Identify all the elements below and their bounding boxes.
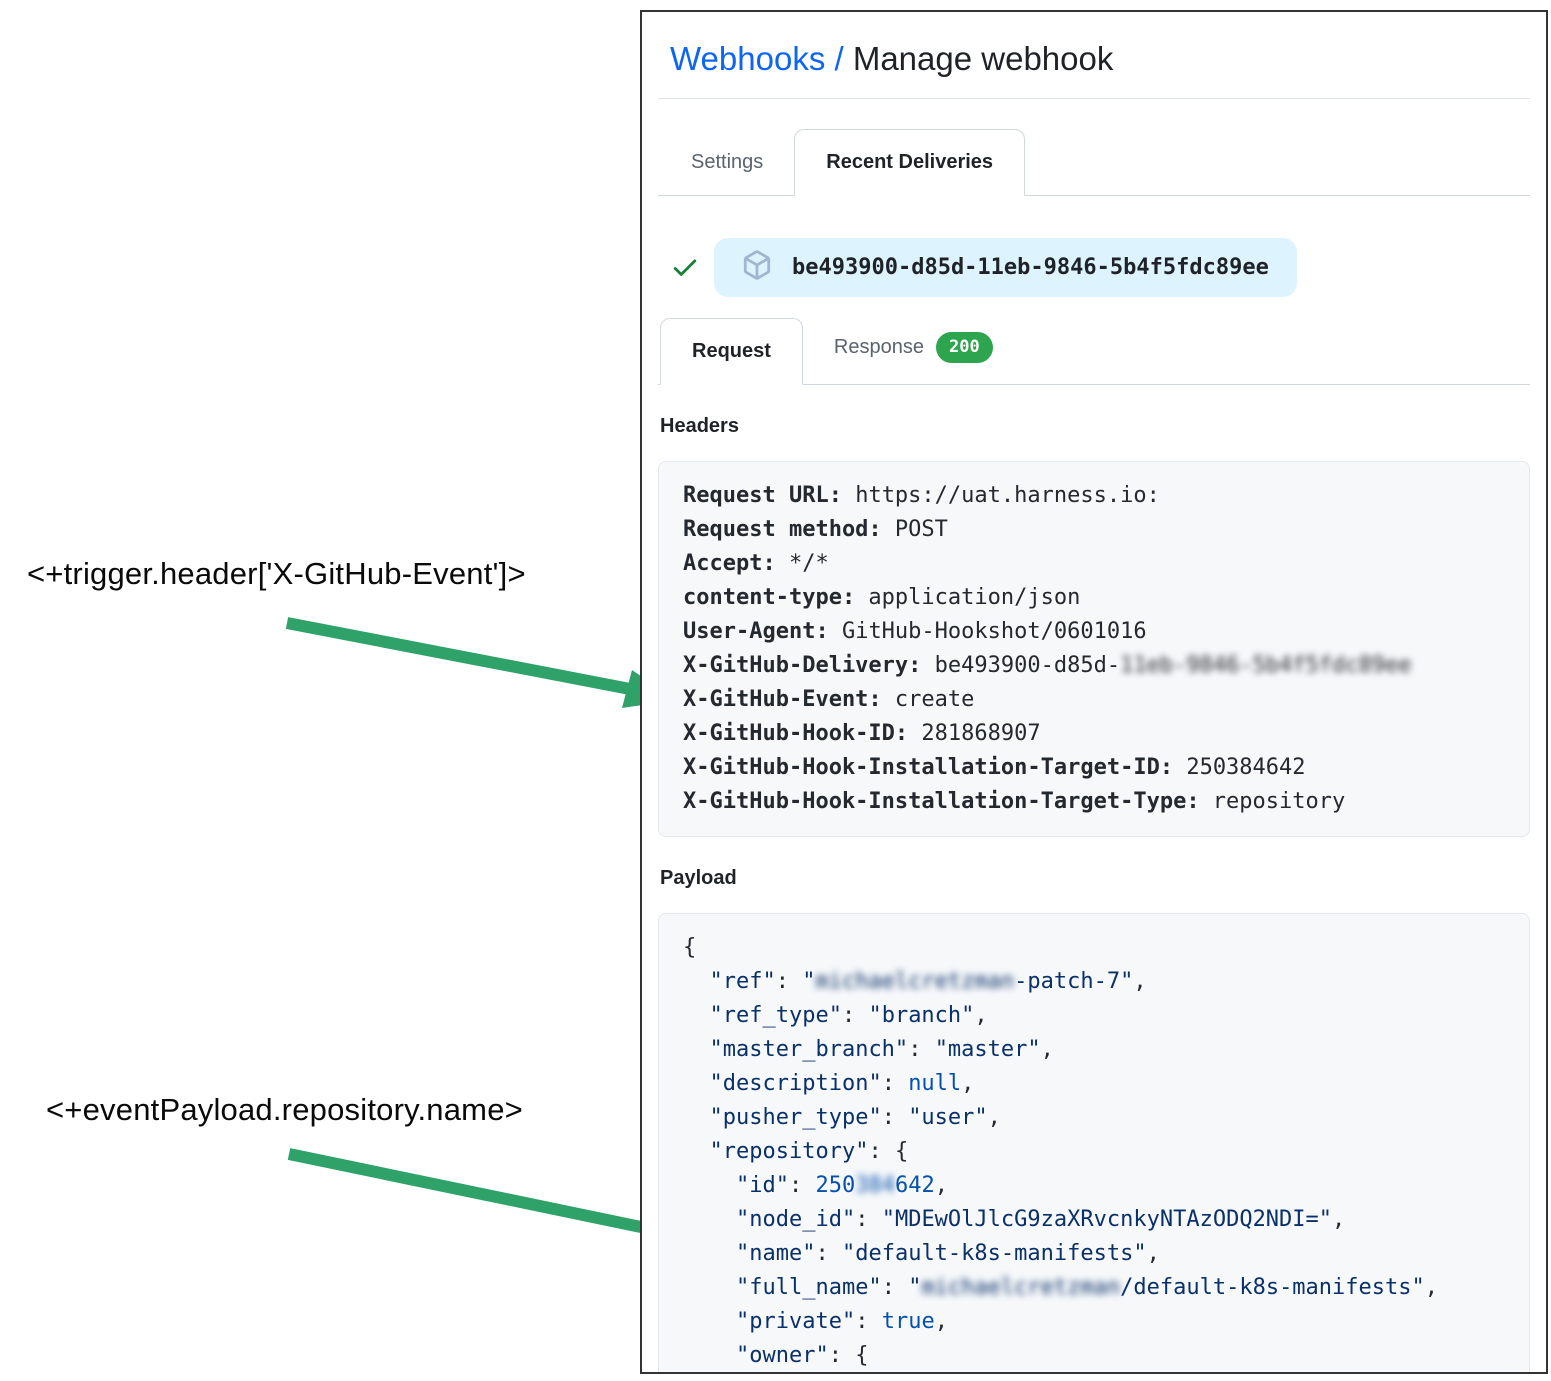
code-line: X-GitHub-Event: create	[683, 686, 975, 712]
delivery-row: be493900-d85d-11eb-9846-5b4f5fdc89ee	[670, 237, 1530, 297]
response-status-badge: 200	[935, 331, 993, 363]
code-line: "repository": {	[709, 1138, 909, 1164]
tab-response[interactable]: Response 200	[803, 311, 1024, 384]
headers-section-title: Headers	[660, 414, 739, 437]
page-title: Manage webhook	[852, 40, 1114, 77]
request-response-tabnav: Request Response 200	[658, 311, 1530, 385]
breadcrumb-separator	[825, 40, 834, 77]
tab-response-label: Response	[833, 335, 924, 358]
delivery-pill[interactable]: be493900-d85d-11eb-9846-5b4f5fdc89ee	[714, 237, 1297, 297]
tab-request[interactable]: Request	[660, 318, 803, 385]
code-line: "master_branch": "master",	[709, 1036, 1054, 1062]
delivery-id: be493900-d85d-11eb-9846-5b4f5fdc89ee	[792, 254, 1269, 280]
payload-codebox: { "ref": "michaelcretzman-patch-7", "ref…	[658, 912, 1530, 1372]
code-line: "description": null,	[709, 1070, 975, 1096]
code-line: X-GitHub-Hook-ID: 281868907	[683, 720, 1041, 746]
code-line: "ref_type": "branch",	[709, 1002, 988, 1028]
arrow-to-x-github-event	[285, 617, 676, 708]
code-line: {	[683, 934, 697, 960]
package-icon	[742, 249, 772, 285]
tab-settings[interactable]: Settings	[691, 150, 764, 173]
tab-recent-deliveries[interactable]: Recent Deliveries	[794, 129, 1026, 196]
code-line: X-GitHub-Delivery: be493900-d85d-11eb-98…	[683, 652, 1412, 678]
code-line: "full_name": "michaelcretzman/default-k8…	[735, 1274, 1439, 1300]
code-line: "id": 250384642,	[735, 1172, 948, 1198]
annotation-trigger-header: <+trigger.header['X-GitHub-Event']>	[27, 556, 526, 591]
code-line: "node_id": "MDEwOlJlcG9zaXRvcnkyNTAzODQ2…	[735, 1206, 1346, 1232]
check-icon	[670, 252, 700, 282]
breadcrumb-webhooks-link[interactable]: Webhooks	[670, 40, 826, 77]
code-line: Request method: POST	[683, 516, 948, 542]
code-line: User-Agent: GitHub-Hookshot/0601016	[683, 618, 1147, 644]
code-line: Accept: */*	[683, 550, 829, 576]
code-line: "name": "default-k8s-manifests",	[735, 1240, 1160, 1266]
code-line: X-GitHub-Hook-Installation-Target-Type: …	[683, 788, 1346, 814]
annotation-event-payload: <+eventPayload.repository.name>	[46, 1092, 523, 1127]
code-line: X-GitHub-Hook-Installation-Target-ID: 25…	[683, 754, 1306, 780]
headers-codebox: Request URL: https://uat.harness.io: Requ…	[658, 460, 1530, 837]
manage-webhook-panel: Webhooks / Manage webhook Settings Recen…	[640, 10, 1548, 1374]
payload-section-title: Payload	[660, 866, 737, 889]
code-line: Request URL: https://uat.harness.io:	[683, 482, 1160, 508]
code-line: "ref": "michaelcretzman-patch-7",	[709, 968, 1147, 994]
code-line: "owner": {	[735, 1342, 869, 1368]
breadcrumb-separator-slash: /	[834, 40, 844, 77]
title-divider	[658, 98, 1530, 99]
code-line: content-type: application/json	[683, 584, 1081, 610]
code-line: "private": true,	[735, 1308, 948, 1334]
breadcrumb: Webhooks / Manage webhook	[670, 40, 1518, 78]
code-line: "pusher_type": "user",	[709, 1104, 1001, 1130]
main-tabnav: Settings Recent Deliveries	[658, 129, 1530, 196]
